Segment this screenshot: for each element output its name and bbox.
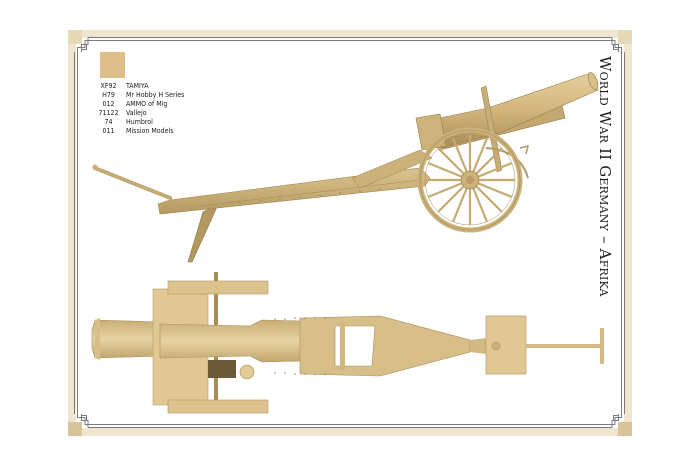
legend-row: H79 Mr Hobby H Series bbox=[95, 91, 184, 100]
paint-legend: XF92 TAMIYA H79 Mr Hobby H Series 012 AMMO … bbox=[95, 82, 184, 136]
paint-brand: Vallejo bbox=[126, 109, 147, 117]
paint-brand: AMMO of Mig bbox=[126, 100, 168, 108]
legend-row: 012 AMMO of Mig bbox=[95, 100, 184, 109]
paint-brand: Mission Models bbox=[126, 127, 174, 135]
legend-row: 011 Mission Models bbox=[95, 127, 184, 136]
legend-row: 71122 Vallejo bbox=[95, 109, 184, 118]
paint-brand: TAMIYA bbox=[126, 82, 149, 90]
paint-code: H79 bbox=[102, 91, 115, 99]
legend-row: 74 Humbrol bbox=[95, 118, 184, 127]
paint-code: 012 bbox=[102, 100, 115, 108]
paint-brand: Humbrol bbox=[126, 118, 153, 126]
paint-code: XF92 bbox=[100, 82, 117, 90]
top-view bbox=[91, 272, 604, 414]
paint-brand: Mr Hobby H Series bbox=[126, 91, 185, 99]
wheel bbox=[417, 127, 523, 233]
paint-code: 011 bbox=[102, 127, 115, 135]
paint-code: 71122 bbox=[98, 109, 119, 117]
paint-swatch bbox=[100, 52, 125, 78]
legend-row: XF92 TAMIYA bbox=[95, 82, 184, 91]
side-view bbox=[92, 72, 599, 263]
paint-code: 74 bbox=[104, 118, 113, 126]
